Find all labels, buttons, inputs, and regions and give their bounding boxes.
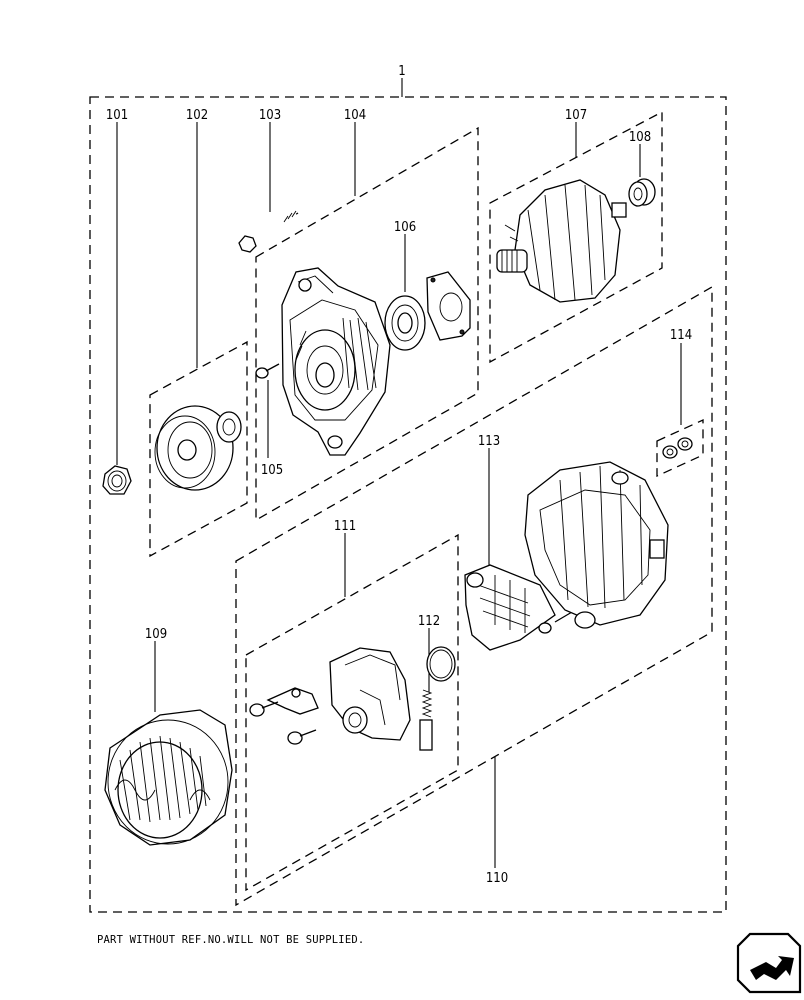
callout-101: 101 xyxy=(106,108,128,123)
next-page-arrow-icon xyxy=(736,932,802,994)
rear-group-boundary xyxy=(235,285,713,907)
stator-part xyxy=(104,709,233,846)
regulator-part xyxy=(249,647,411,745)
alternator-exploded-diagram: 1 101 102 103 104 105 106 107 108 109 11… xyxy=(89,64,727,913)
bearing-part xyxy=(384,271,471,351)
callout-107: 107 xyxy=(565,108,587,123)
hex-nut-part xyxy=(102,465,132,495)
screw-part xyxy=(255,363,280,379)
callout-105: 105 xyxy=(261,463,283,478)
rotor-part xyxy=(496,179,627,303)
callout-108: 108 xyxy=(629,130,651,145)
through-bolt-part xyxy=(238,210,299,253)
rotor-group-boundary xyxy=(489,110,663,364)
pulley-group-boundary xyxy=(149,340,248,558)
callout-106: 106 xyxy=(394,220,416,235)
brush-spring-part xyxy=(419,646,456,751)
callout-109: 109 xyxy=(145,627,167,642)
callout-112: 112 xyxy=(418,614,440,629)
next-page-button[interactable] xyxy=(736,930,802,996)
front-housing-group-boundary xyxy=(255,126,479,522)
small-nuts-part xyxy=(662,437,693,459)
regulator-group-boundary xyxy=(245,533,459,892)
nut-group-boundary xyxy=(656,418,704,478)
callout-104: 104 xyxy=(344,108,366,123)
callout-1: 1 xyxy=(398,64,405,79)
rear-bearing-part xyxy=(628,178,656,207)
callout-103: 103 xyxy=(259,108,281,123)
callout-113: 113 xyxy=(478,434,500,449)
rear-housing-part xyxy=(524,461,669,629)
callout-114: 114 xyxy=(670,328,692,343)
callout-110: 110 xyxy=(486,871,508,886)
callout-102: 102 xyxy=(186,108,208,123)
rectifier-part xyxy=(464,564,573,651)
footnote: PART WITHOUT REF.NO.WILL NOT BE SUPPLIED… xyxy=(97,934,365,946)
assembly-boundary xyxy=(89,96,727,913)
callout-111: 111 xyxy=(334,519,356,534)
pulley-part xyxy=(154,405,242,491)
front-housing-part xyxy=(281,267,391,456)
